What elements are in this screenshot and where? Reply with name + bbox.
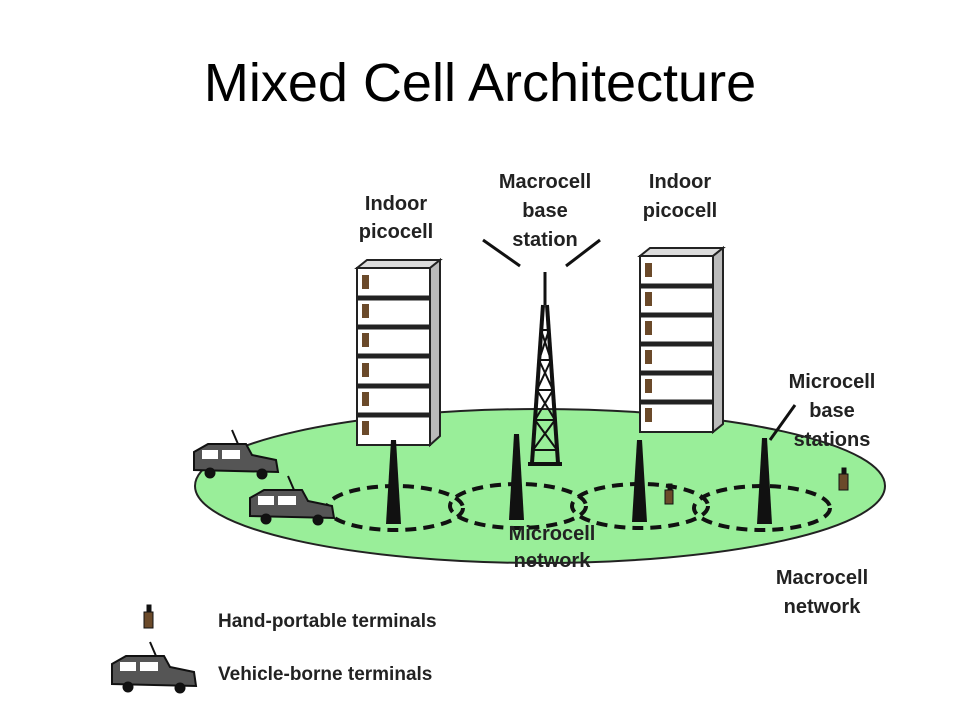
label-line: Microcell: [509, 523, 596, 545]
macrocell-label-pointers: [482, 238, 601, 268]
label-line: network: [514, 550, 592, 572]
hand-portable-terminal-2: [838, 467, 849, 491]
label-line: base: [522, 200, 568, 222]
label-indoor-picocell-right: Indoor picocell: [643, 171, 717, 222]
legend-vehicle-borne-label: Vehicle-borne terminals: [218, 664, 432, 685]
label-line: picocell: [359, 221, 433, 243]
label-macrocell-network: Macrocell network: [776, 567, 868, 618]
label-line: picocell: [643, 200, 717, 222]
hand-portable-terminal-1: [664, 483, 674, 505]
vehicle-terminal-1: [193, 429, 280, 480]
microcell-antenna-3: [632, 440, 647, 522]
label-macrocell-base-station: Macrocell base station: [499, 171, 591, 251]
microcell-antenna-2: [509, 434, 524, 520]
label-line: Macrocell: [776, 567, 868, 589]
macrocell-coverage-area: [194, 408, 886, 564]
macrocell-tower: [528, 272, 562, 466]
label-microcell-network: Microcell network: [509, 523, 596, 572]
microcell-stations-pointer: [768, 404, 797, 441]
label-line: Microcell: [789, 371, 876, 393]
label-line: base: [809, 400, 855, 422]
microcell-antennas: [386, 434, 772, 524]
microcell-antenna-1: [386, 440, 401, 524]
slide-title: Mixed Cell Architecture: [203, 53, 757, 113]
legend-hand-portable-icon: [143, 604, 154, 629]
right-building: [637, 245, 726, 435]
label-line: station: [512, 229, 578, 251]
label-line: Macrocell: [499, 171, 591, 193]
label-line: Indoor: [649, 171, 711, 193]
vehicle-terminal-2: [249, 475, 336, 526]
label-line: Indoor: [365, 193, 427, 215]
label-line: network: [784, 596, 862, 618]
legend-vehicle-icon: [111, 641, 198, 694]
label-indoor-picocell-left: Indoor picocell: [359, 193, 433, 243]
left-building: [354, 257, 443, 448]
label-line: stations: [794, 429, 871, 451]
label-microcell-base-stations: Microcell base stations: [789, 371, 876, 451]
legend-hand-portable-label: Hand-portable terminals: [218, 611, 437, 632]
legend: Hand-portable terminals Vehicle-borne te…: [111, 604, 437, 694]
microcell-antenna-4: [757, 438, 772, 524]
